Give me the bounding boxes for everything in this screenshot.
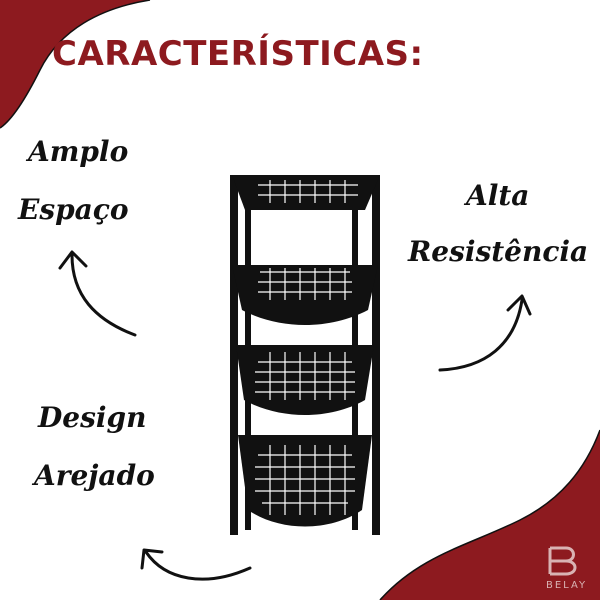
belay-b-logo-icon — [548, 546, 577, 576]
feature-bottom-left-line1: Design — [38, 401, 147, 434]
bottom-right-swoosh — [380, 430, 600, 600]
feature-top-left-line2: Espaço — [18, 193, 129, 226]
arrow-bottom-left-icon — [140, 548, 252, 581]
feature-top-right-line2: Resistência — [408, 235, 589, 268]
feature-bottom-left-line2: Arejado — [34, 459, 155, 492]
top-left-swoosh — [0, 0, 150, 128]
brand-name: BELAY — [546, 580, 588, 591]
feature-top-left-line1: Amplo — [28, 135, 129, 168]
top-left-swoosh-line — [0, 0, 151, 129]
arrow-top-left-icon — [58, 250, 137, 337]
product-rack-image — [230, 175, 380, 535]
bottom-right-swoosh-line — [379, 429, 600, 600]
page-title: CARACTERÍSTICAS: — [52, 34, 424, 74]
rack-grid-pattern — [255, 180, 358, 515]
arrow-right-icon — [438, 294, 532, 372]
feature-top-right-line1: Alta — [466, 179, 530, 212]
